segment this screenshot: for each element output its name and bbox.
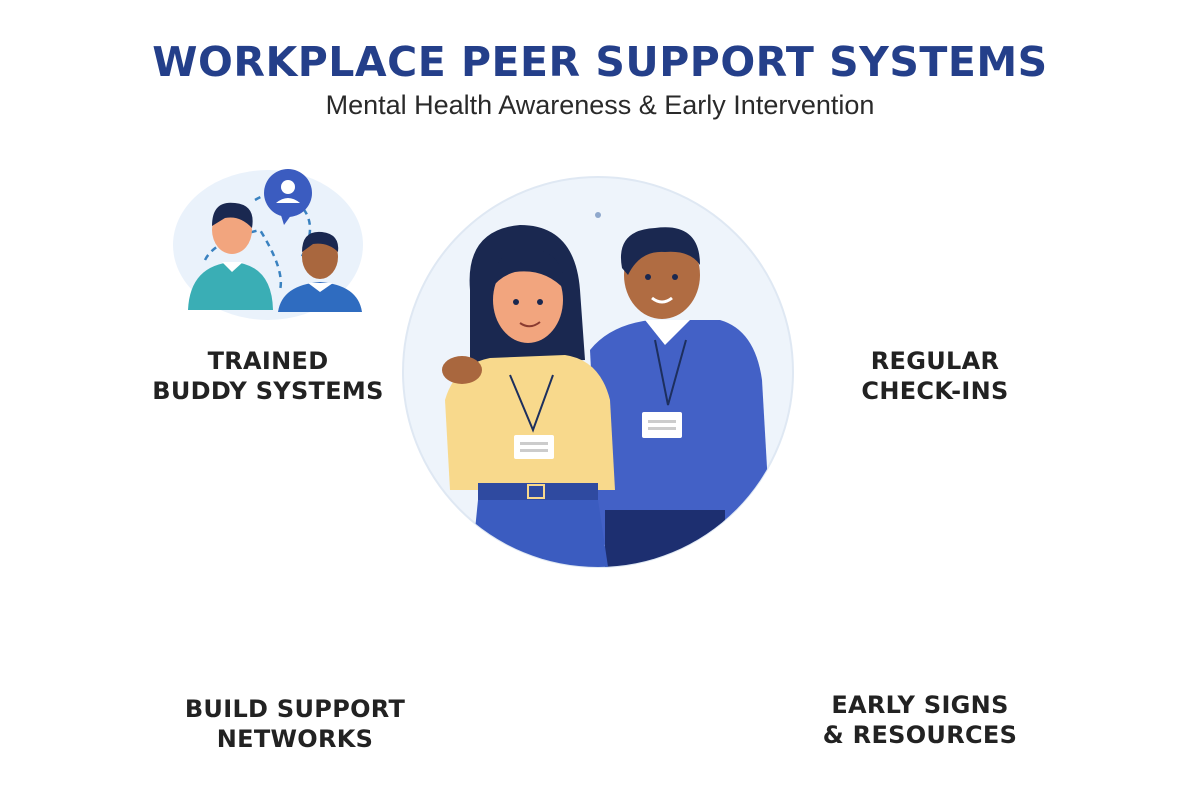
label-line: & RESOURCES	[822, 721, 1018, 749]
label-support-networks: BUILD SUPPORT NETWORKS	[165, 694, 425, 754]
label-line: BUDDY SYSTEMS	[152, 377, 384, 405]
label-line: CHECK-INS	[861, 377, 1009, 405]
label-regular-checkins: REGULAR CHECK-INS	[820, 346, 1050, 406]
label-line: NETWORKS	[216, 725, 374, 753]
buddy-system-icon	[173, 169, 363, 320]
label-early-signs: EARLY SIGNS & RESOURCES	[800, 690, 1040, 750]
page-subtitle: Mental Health Awareness & Early Interven…	[325, 90, 875, 120]
label-line: EARLY SIGNS	[831, 691, 1009, 719]
label-line: BUILD SUPPORT	[184, 695, 406, 723]
woman-figure-icon	[442, 225, 615, 567]
page-title: WORKPLACE PEER SUPPORT SYSTEMS	[152, 38, 1048, 86]
label-line: TRAINED	[207, 347, 329, 375]
center-illustration	[402, 176, 794, 568]
label-line: REGULAR	[870, 347, 1000, 375]
label-buddy-systems: TRAINED BUDDY SYSTEMS	[143, 346, 393, 406]
